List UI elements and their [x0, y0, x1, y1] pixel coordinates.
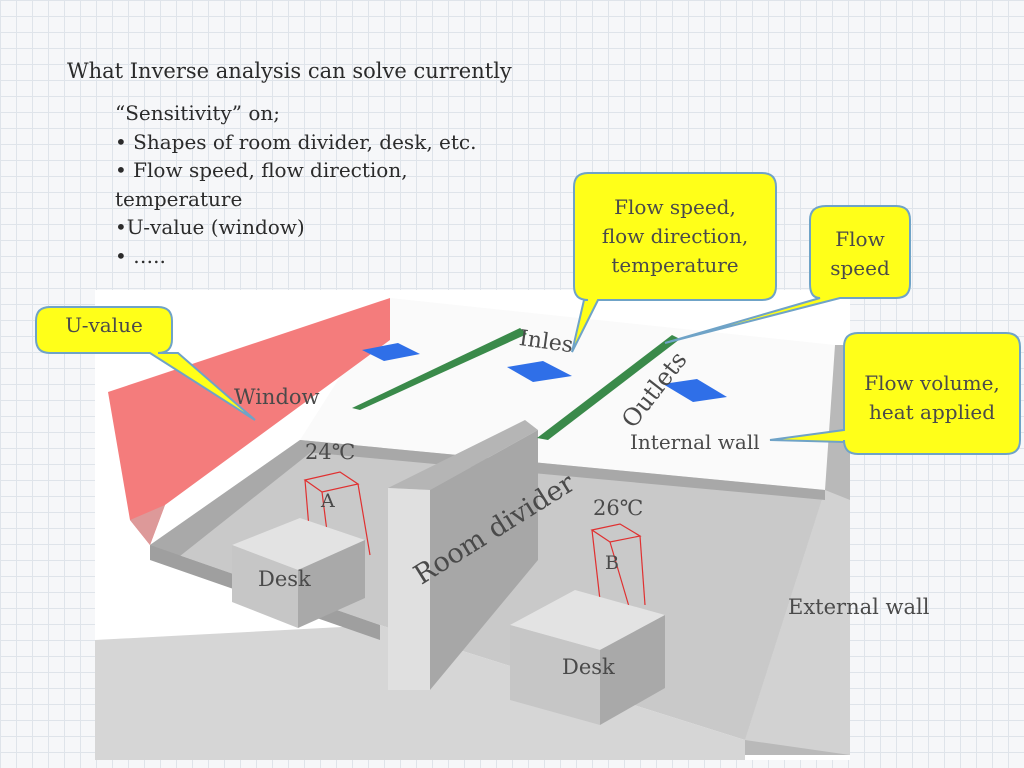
bullet-list: “Sensitivity” on; • Shapes of room divid… [115, 99, 476, 270]
inlet-2 [507, 361, 572, 382]
flow-volume-callout [769, 332, 1021, 455]
label-temp-b: 26℃ [593, 496, 644, 520]
divider-top [388, 420, 538, 490]
outlet-strip-2 [537, 335, 680, 440]
inlet-1 [362, 343, 420, 361]
back-lower-strip [300, 440, 825, 500]
label-temp-a: 24℃ [305, 440, 356, 464]
window-sill [130, 505, 165, 545]
bullet-item: “Sensitivity” on; [115, 101, 281, 125]
label-window: Window [234, 385, 320, 409]
bullet-item: • ….. [115, 243, 166, 268]
bullet-item: • Shapes of room divider, desk, etc. [115, 129, 477, 154]
flow-speed-callout [664, 205, 911, 344]
callout-u-value-text: U-value [65, 313, 143, 337]
desk-right-top [510, 590, 665, 650]
left-lower-wall [150, 440, 320, 560]
divider-front [388, 488, 430, 690]
label-zone-a: A [321, 490, 335, 512]
desk-right-front [510, 625, 600, 725]
label-zone-b: B [605, 552, 619, 574]
bullet-item: • Flow speed, flow direction, [115, 158, 408, 182]
callout-flow-speed-text: Flow speed [830, 227, 890, 280]
slide-title: What Inverse analysis can solve currentl… [67, 59, 512, 83]
flow-direction-callout [571, 172, 777, 353]
desk-left-side [298, 540, 365, 628]
desk-right-side [600, 615, 665, 725]
label-internal-wall: Internal wall [630, 430, 760, 454]
external-wall-face [745, 490, 850, 755]
outlet-strip-1 [352, 328, 527, 410]
label-external-wall: External wall [788, 595, 930, 619]
desk-left-top [232, 518, 365, 570]
floor-front [95, 625, 745, 760]
callout-flow-direction-text: Flow speed, flow direction, temperature [601, 195, 749, 277]
callout-flow-volume-text: Flow volume, heat applied [864, 371, 1000, 424]
window [108, 298, 390, 545]
label-desk-left: Desk [258, 567, 311, 591]
desk-left-front [232, 545, 298, 628]
u-value-callout [35, 306, 256, 421]
divider-side [430, 430, 538, 690]
bullet-item: temperature [115, 186, 243, 211]
ceiling [300, 298, 835, 490]
inlet-3 [663, 379, 727, 402]
bullet-item: •U-value (window) [115, 215, 305, 239]
label-desk-right: Desk [562, 655, 615, 679]
